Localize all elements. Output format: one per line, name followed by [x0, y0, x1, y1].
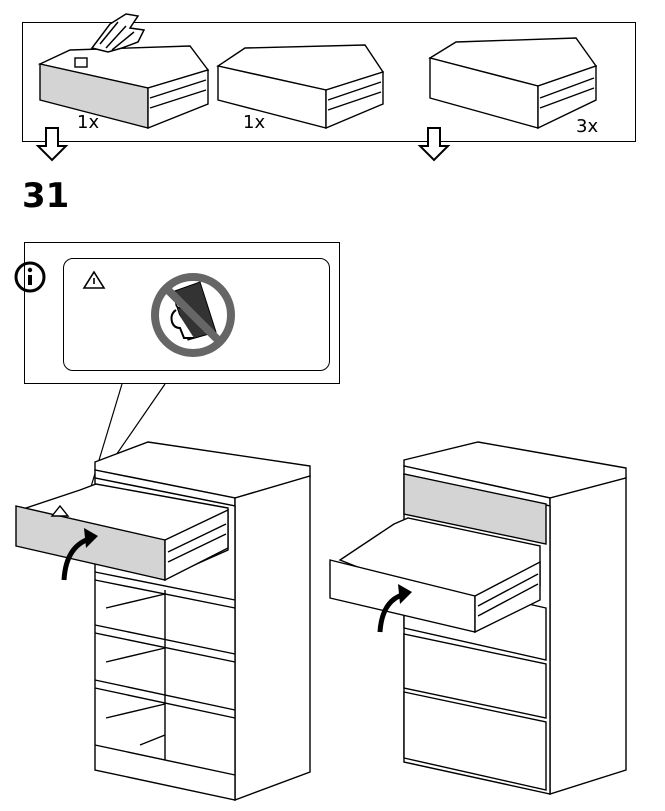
- part-count: 3x: [576, 116, 599, 137]
- part-count: 1x: [243, 112, 266, 133]
- part-count: 1x: [77, 112, 100, 133]
- hand-pointing-icon: [90, 13, 146, 53]
- info-circle-icon: [14, 261, 46, 293]
- parts-box: [22, 22, 636, 142]
- drawer-icon: [428, 37, 598, 130]
- curved-arrow-head-icon: [84, 528, 98, 548]
- arrow-down-icon: [35, 127, 69, 162]
- warning-triangle-icon: [82, 270, 106, 289]
- info-callout: [24, 242, 340, 384]
- warning-panel: [63, 258, 330, 371]
- no-tipping-furniture-icon: [151, 273, 235, 357]
- drawer-with-label-icon: [37, 45, 210, 130]
- arrow-down-icon: [417, 127, 451, 162]
- curved-arrow-head-icon: [398, 584, 412, 604]
- step-number: 31: [22, 176, 70, 216]
- drawer-icon: [216, 44, 385, 130]
